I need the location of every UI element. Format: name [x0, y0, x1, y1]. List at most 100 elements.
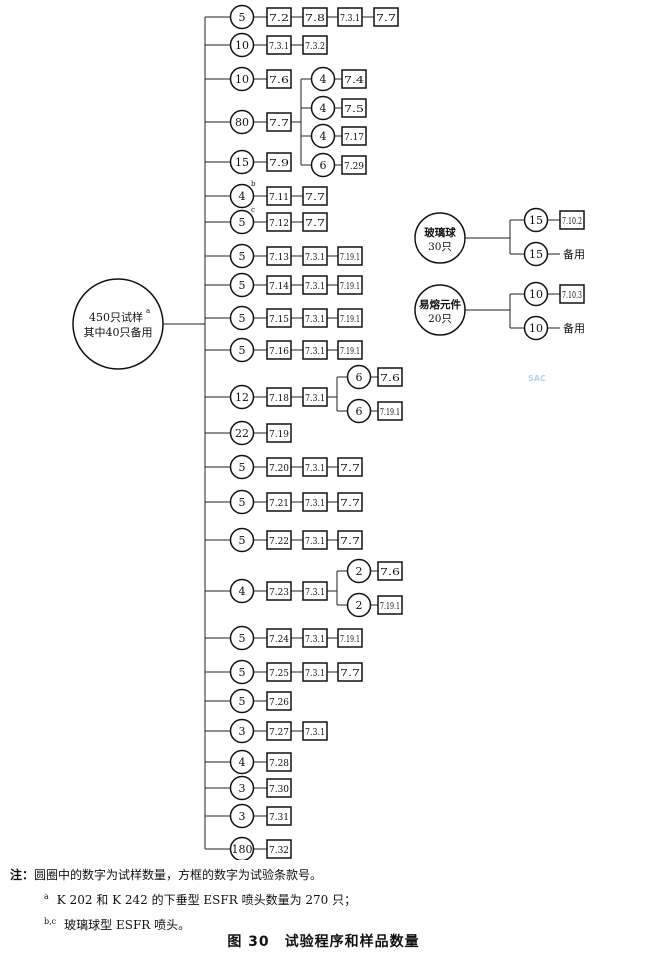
clause-number: 7.3.1: [305, 463, 325, 474]
footnote-mark: a: [44, 892, 49, 901]
sample-count-circle: [229, 659, 255, 685]
clause-box: [337, 530, 363, 550]
sample-count-label: 5: [239, 11, 246, 24]
clause-number: 7.27: [269, 727, 289, 738]
clause-box: [341, 98, 367, 118]
clause-number: 7.19.1: [340, 281, 360, 292]
footnote-mark: b: [251, 180, 256, 188]
clause-number: 7.9: [269, 158, 289, 169]
clause-box: [266, 69, 292, 89]
clause-number: 7.3.1: [305, 346, 325, 357]
clause-box: [559, 284, 585, 304]
clause-box: [302, 275, 328, 295]
clause-box: [266, 152, 292, 172]
clause-number: 7.30: [269, 784, 289, 795]
clause-number: 7.17: [344, 132, 364, 143]
clause-box: [266, 457, 292, 477]
clause-number: 7.3.1: [305, 281, 325, 292]
sample-count-circle: [229, 836, 255, 860]
sample-count-circle: [229, 527, 255, 553]
sample-count-circle: [229, 4, 255, 30]
sample-count-circle: [229, 32, 255, 58]
clause-box: [302, 628, 328, 648]
sample-count-label: 5: [239, 534, 246, 547]
sample-count-label: 2: [356, 599, 363, 612]
clause-box: [377, 367, 403, 387]
spare-label: 备用: [563, 321, 585, 335]
clause-box: [266, 691, 292, 711]
clause-number: 7.26: [269, 697, 289, 708]
clause-number: 7.7: [305, 192, 325, 203]
sample-count-label: 5: [239, 312, 246, 325]
clause-box: [302, 662, 328, 682]
footnote-text: 玻璃球型 ESFR 喷头。: [64, 918, 191, 932]
sample-count-label: 5: [239, 632, 246, 645]
sample-count-label: 5: [239, 666, 246, 679]
sample-count-label: 10: [529, 288, 543, 301]
clause-box: [266, 839, 292, 859]
clause-number: 7.7: [340, 498, 360, 509]
clause-box: [266, 492, 292, 512]
group-circle: [414, 284, 466, 336]
note-text: 圆圈中的数字为试样数量，方框的数字为试验条款号。: [34, 868, 323, 882]
clause-number: 7.3.1: [269, 41, 289, 52]
clause-box: [266, 423, 292, 443]
clause-number: 7.3.1: [305, 727, 325, 738]
sample-count-label: 10: [529, 322, 543, 335]
clause-number: 7.7: [305, 218, 325, 229]
clause-box: [266, 275, 292, 295]
sample-count-label: 180: [232, 843, 253, 856]
sample-count-circle: [229, 749, 255, 775]
clause-box: [337, 275, 363, 295]
sample-count-circle: [229, 243, 255, 269]
clause-number: 7.7: [340, 463, 360, 474]
clause-number: 7.10.3: [562, 290, 582, 301]
sample-count-circle: [310, 95, 336, 121]
sample-count-circle: [523, 315, 549, 341]
clause-box: [302, 212, 328, 232]
sample-count-label: 12: [235, 391, 249, 404]
sample-count-label: 3: [239, 810, 246, 823]
sample-count-circle: [346, 364, 372, 390]
sample-count-circle: [310, 66, 336, 92]
clause-box: [302, 246, 328, 266]
clause-number: 7.28: [269, 758, 289, 769]
sample-count-circle: [346, 592, 372, 618]
sample-count-label: 4: [320, 130, 327, 143]
clause-box: [377, 561, 403, 581]
sample-count-label: 6: [320, 159, 327, 172]
clause-box: [266, 778, 292, 798]
sample-count-circle: [229, 578, 255, 604]
sample-count-circle: [229, 66, 255, 92]
clause-box: [341, 69, 367, 89]
clause-number: 7.7: [340, 536, 360, 547]
clause-box: [373, 7, 399, 27]
sample-count-label: 6: [356, 405, 363, 418]
clause-number: 7.3.1: [305, 314, 325, 325]
clause-box: [266, 35, 292, 55]
sample-count-label: 5: [239, 216, 246, 229]
clause-number: 7.3.1: [305, 634, 325, 645]
clause-number: 7.29: [344, 161, 364, 172]
clause-box: [266, 246, 292, 266]
group-label-line1: 玻璃球: [424, 226, 456, 239]
sample-count-circle: [229, 420, 255, 446]
sample-count-label: 3: [239, 725, 246, 738]
root-sample-circle: [72, 278, 164, 370]
sample-count-circle: [229, 625, 255, 651]
clause-box: [266, 186, 292, 206]
sample-count-circle: [523, 281, 549, 307]
clause-box: [337, 662, 363, 682]
clause-number: 7.11: [269, 192, 289, 203]
sample-count-circle: [229, 305, 255, 331]
sac-watermark: SAC: [528, 374, 546, 383]
clause-box: [266, 212, 292, 232]
clause-number: 7.32: [269, 845, 289, 856]
clause-number: 7.6: [380, 373, 400, 384]
clause-number: 7.19.1: [340, 346, 360, 357]
clause-number: 7.19.1: [380, 601, 400, 612]
clause-number: 7.25: [269, 668, 289, 679]
clause-box: [302, 492, 328, 512]
sample-count-circle: [229, 454, 255, 480]
sample-count-label: 2: [356, 565, 363, 578]
